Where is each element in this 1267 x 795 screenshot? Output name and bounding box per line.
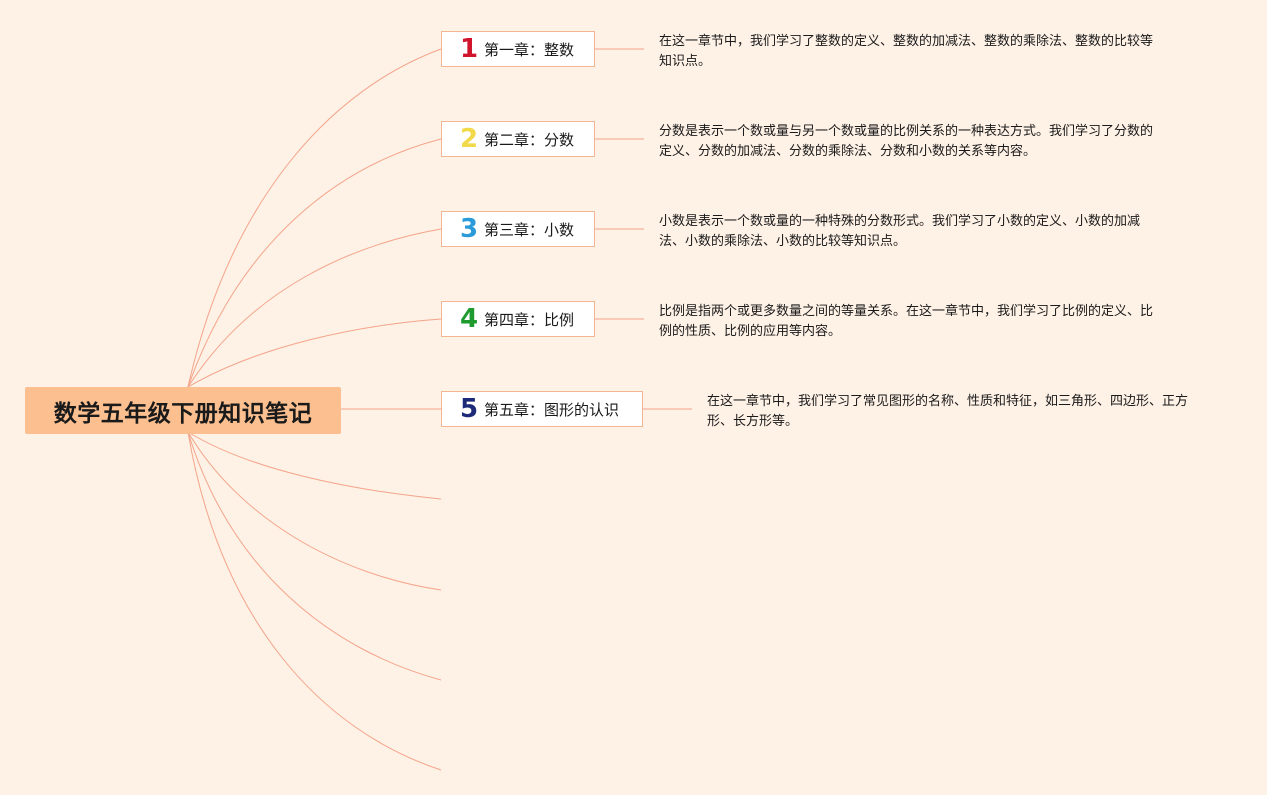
branch-line-2 — [187, 138, 442, 388]
chapter-label: 第五章：图形的认识 — [484, 400, 620, 419]
chapter-label: 第二章：分数 — [484, 130, 575, 149]
root-topic[interactable]: 数学五年级下册知识笔记 — [25, 387, 341, 434]
branch-line-3 — [187, 228, 442, 388]
branch-line-1 — [187, 48, 442, 388]
branch-line-empty-4 — [187, 431, 442, 771]
chapter-node-2[interactable]: 2 第二章：分数 — [441, 121, 595, 157]
chapter-node-5[interactable]: 5 第五章：图形的认识 — [441, 391, 643, 427]
branch-line-empty-3 — [187, 431, 442, 681]
branch-line-empty-2 — [187, 431, 442, 591]
chapter-node-4[interactable]: 4 第四章：比例 — [441, 301, 595, 337]
branch-line-empty-1 — [187, 431, 442, 500]
chapter-description-2[interactable]: 分数是表示一个数或量与另一个数或量的比例关系的一种表达方式。我们学习了分数的定义… — [659, 124, 1154, 159]
root-topic-label: 数学五年级下册知识笔记 — [53, 400, 313, 427]
number-2-icon: 2 — [459, 124, 479, 154]
chapter-label: 第一章：整数 — [484, 40, 575, 59]
chapter-node-1[interactable]: 1 第一章：整数 — [441, 31, 595, 67]
number-1-icon: 1 — [459, 34, 479, 64]
branch-line-4 — [187, 318, 442, 388]
number-3-icon: 3 — [459, 214, 479, 244]
chapter-label: 第四章：比例 — [484, 310, 575, 329]
chapter-description-3[interactable]: 小数是表示一个数或量的一种特殊的分数形式。我们学习了小数的定义、小数的加减法、小… — [659, 214, 1141, 249]
chapter-node-3[interactable]: 3 第三章：小数 — [441, 211, 595, 247]
number-4-icon: 4 — [459, 304, 479, 334]
chapter-description-1[interactable]: 在这一章节中，我们学习了整数的定义、整数的加减法、整数的乘除法、整数的比较等知识… — [659, 34, 1154, 69]
chapter-description-4[interactable]: 比例是指两个或更多数量之间的等量关系。在这一章节中，我们学习了比例的定义、比例的… — [659, 304, 1154, 339]
number-5-icon: 5 — [459, 394, 479, 424]
chapter-label: 第三章：小数 — [484, 220, 575, 239]
chapter-description-5[interactable]: 在这一章节中，我们学习了常见图形的名称、性质和特征，如三角形、四边形、正方形、长… — [707, 394, 1189, 429]
